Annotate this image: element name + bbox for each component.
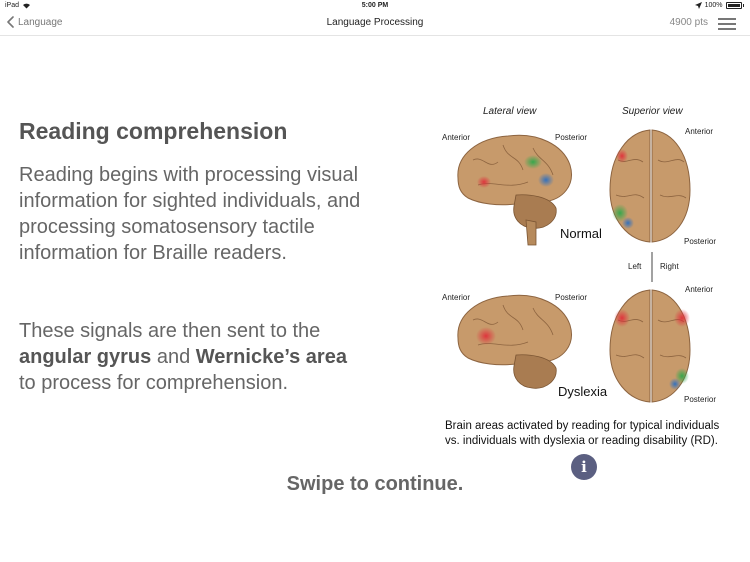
figure-caption: Brain areas activated by reading for typ… <box>445 420 720 447</box>
chevron-left-icon <box>7 16 14 28</box>
back-label: Language <box>18 16 63 28</box>
hamburger-menu-icon[interactable] <box>718 17 736 31</box>
points-counter: 4900 pts <box>669 17 708 28</box>
paragraph-signals-part2: and <box>151 346 196 368</box>
label-lateral-view: Lateral view <box>483 106 537 117</box>
term-angular-gyrus: angular gyrus <box>19 346 152 368</box>
back-button[interactable]: Language <box>6 16 63 28</box>
swipe-prompt: Swipe to continue. <box>286 473 464 495</box>
status-right: 100% <box>694 2 744 9</box>
nav-bar: Language Language Processing 4900 pts <box>0 12 750 36</box>
label-right: Right <box>660 262 679 271</box>
brain-illustration <box>457 129 691 403</box>
battery-percent: 100% <box>704 2 723 9</box>
label-left: Left <box>628 262 642 271</box>
page-title: Language Processing <box>326 17 424 28</box>
label-anterior-lateral-dyslexia: Anterior <box>442 293 471 302</box>
superior-brain-dyslexia <box>609 289 691 403</box>
label-anterior-lateral-normal: Anterior <box>442 133 471 142</box>
info-icon: i <box>581 458 587 476</box>
status-bar: iPad 5:00 PM 100% <box>0 0 750 12</box>
status-time: 5:00 PM <box>361 2 389 9</box>
wifi-icon <box>23 3 31 9</box>
battery-tip <box>742 4 744 7</box>
lateral-brain-dyslexia <box>457 294 572 389</box>
lateral-brain-normal <box>457 134 572 246</box>
label-posterior-superior-normal: Posterior <box>684 237 717 246</box>
label-anterior-superior-normal: Anterior <box>685 127 714 136</box>
paragraph-reading: Reading begins with processing visual in… <box>19 164 361 264</box>
label-superior-view: Superior view <box>622 106 683 117</box>
battery-icon <box>725 2 742 9</box>
label-posterior-superior-dyslexia: Posterior <box>684 395 717 404</box>
location-arrow-icon <box>694 2 702 9</box>
info-button[interactable]: i <box>571 454 597 480</box>
label-posterior-lateral-normal: Posterior <box>555 133 588 142</box>
paragraph-signals-part1: These signals are then sent to the <box>19 320 321 342</box>
label-posterior-lateral-dyslexia: Posterior <box>555 293 588 302</box>
status-left: iPad <box>5 2 31 9</box>
device-label: iPad <box>5 2 20 9</box>
label-dyslexia: Dyslexia <box>558 384 608 399</box>
label-normal: Normal <box>560 226 602 241</box>
paragraph-signals-part3: to process for comprehension. <box>19 372 289 394</box>
label-anterior-superior-dyslexia: Anterior <box>685 285 714 294</box>
term-wernickes-area: Wernicke’s area <box>195 346 347 368</box>
superior-brain-normal <box>609 129 691 243</box>
paragraph-signals: These signals are then sent to the angul… <box>19 318 369 396</box>
brain-figure: Lateral view Superior view Anterior Post… <box>438 100 723 410</box>
section-heading: Reading comprehension <box>19 118 288 144</box>
